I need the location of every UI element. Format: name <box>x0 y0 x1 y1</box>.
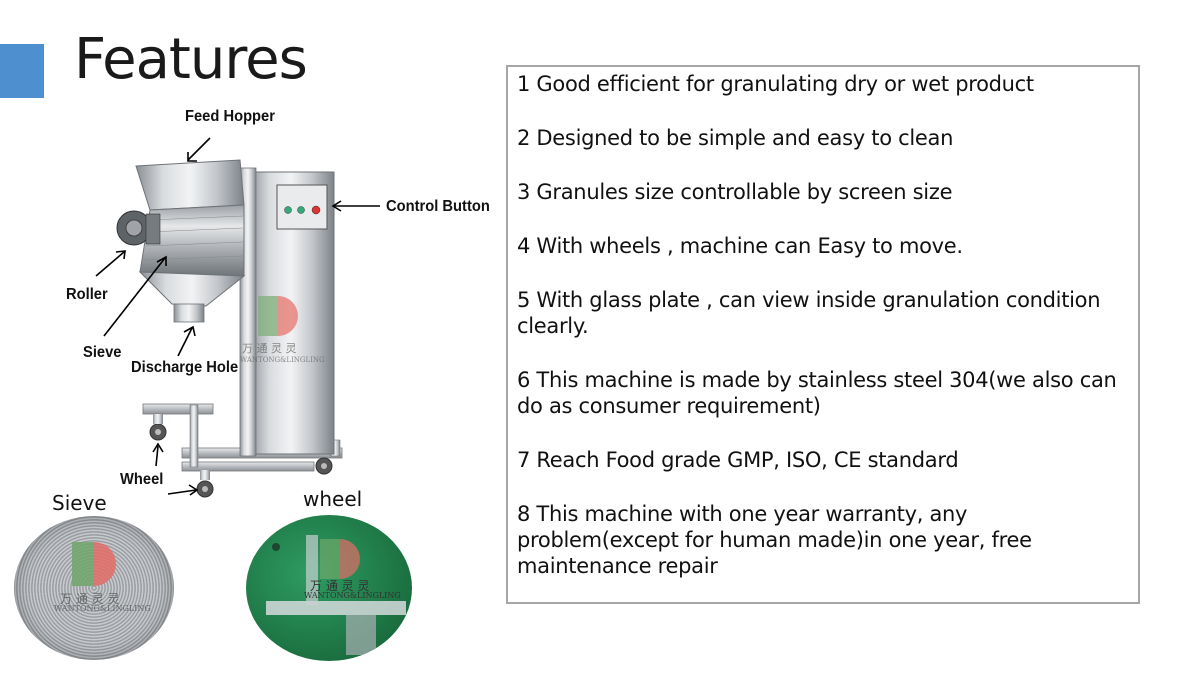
wheel-photo: 万 通 灵 灵 WANTONG&LINGLING <box>246 515 412 661</box>
title-accent-bar <box>0 44 44 98</box>
feature-item-6: 6 This machine is made by stainless stee… <box>517 368 1117 418</box>
feature-item-1: 1 Good efficient for granulating dry or … <box>517 72 1034 96</box>
sieve-watermark-cn: 万 通 灵 灵 <box>60 592 120 606</box>
label-feed-hopper: Feed Hopper <box>185 108 275 125</box>
sieve-photo: 万 通 灵 灵 WANTONG&LINGLING <box>14 516 174 660</box>
features-list-box: 1 Good efficient for granulating dry or … <box>506 65 1140 604</box>
feature-item-5: 5 With glass plate , can view inside gra… <box>517 288 1101 338</box>
feature-item-3: 3 Granules size controllable by screen s… <box>517 180 953 204</box>
wheel-photo-detail <box>266 535 406 655</box>
sieve-watermark-logo <box>72 542 116 586</box>
label-roller: Roller <box>66 286 108 303</box>
watermark-cn: 万 通 灵 灵 <box>242 342 297 355</box>
page-title: Features <box>74 27 308 92</box>
callout-arrows <box>95 137 380 496</box>
wheel-casters <box>149 414 333 498</box>
roller-housing <box>116 210 161 246</box>
wheel-watermark-cn: 万 通 灵 灵 <box>310 579 370 593</box>
wheel-watermark-en: WANTONG&LINGLING <box>304 591 401 600</box>
sieve-photo-caption: Sieve <box>52 491 107 515</box>
label-sieve: Sieve <box>83 344 122 361</box>
feature-item-2: 2 Designed to be simple and easy to clea… <box>517 126 954 150</box>
watermark-en: WANTONG&LINGLING <box>240 356 325 364</box>
feature-item-4: 4 With wheels , machine can Easy to move… <box>517 234 963 258</box>
machine-diagram: 万 通 灵 灵 WANTONG&LINGLING <box>95 137 380 498</box>
wheel-photo-caption: wheel <box>303 487 363 511</box>
feature-item-8: 8 This machine with one year warranty, a… <box>517 502 1032 578</box>
feature-item-7: 7 Reach Food grade GMP, ISO, CE standard <box>517 448 959 472</box>
control-panel <box>276 184 328 230</box>
label-wheel: Wheel <box>120 471 164 488</box>
watermark-logo: 万 通 灵 灵 WANTONG&LINGLING <box>240 296 325 364</box>
label-control-button: Control Button <box>386 198 490 215</box>
sieve-watermark-en: WANTONG&LINGLING <box>54 604 151 613</box>
label-discharge-hole: Discharge Hole <box>131 359 239 376</box>
